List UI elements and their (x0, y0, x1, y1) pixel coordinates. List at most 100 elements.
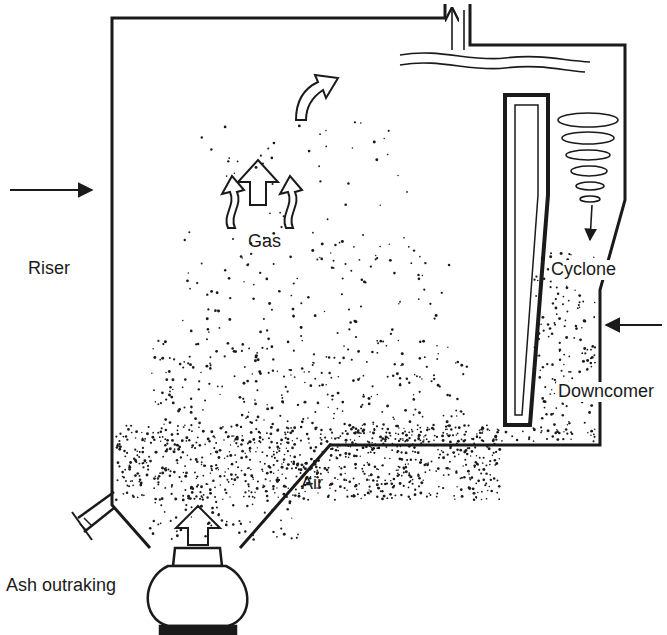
particle (233, 435, 234, 436)
particle (470, 455, 471, 456)
particle (465, 449, 468, 452)
particle (152, 532, 155, 535)
particle (463, 424, 466, 427)
particle (395, 433, 397, 435)
particle (556, 438, 559, 441)
particle (250, 253, 252, 255)
particle (169, 447, 172, 450)
particle (213, 447, 215, 449)
particle (367, 441, 369, 443)
particle (221, 386, 223, 388)
particle (455, 362, 457, 364)
particle (244, 491, 246, 493)
particle (273, 142, 276, 145)
particle (272, 488, 274, 490)
particle (233, 350, 236, 353)
particle (486, 498, 488, 500)
particle (403, 428, 404, 429)
particle (273, 451, 275, 453)
particle (489, 460, 491, 462)
particle (168, 394, 171, 397)
particle (185, 509, 188, 512)
particle (538, 301, 541, 304)
particle (172, 389, 174, 391)
particle (169, 357, 171, 359)
particle (190, 330, 193, 333)
particle (445, 428, 447, 430)
particle (281, 463, 282, 464)
particle (201, 456, 203, 458)
particle (327, 407, 328, 408)
particle (159, 498, 161, 500)
particle (448, 435, 450, 437)
particle (197, 343, 199, 345)
ash-pipe (72, 492, 114, 540)
particle (358, 483, 360, 485)
particle (447, 347, 448, 348)
particle (336, 457, 338, 459)
particle (215, 442, 217, 444)
particle (210, 290, 213, 293)
particle (446, 394, 449, 397)
particle (119, 445, 122, 448)
particle (141, 432, 142, 433)
particle (559, 348, 562, 351)
particle (315, 446, 317, 448)
particle (485, 482, 487, 484)
particle (583, 347, 586, 350)
particle (292, 314, 294, 316)
particle (241, 257, 243, 259)
particle (309, 468, 311, 470)
particle (443, 474, 445, 476)
particle (592, 440, 594, 442)
particle (377, 487, 378, 488)
particle (264, 512, 266, 514)
particle (303, 371, 305, 373)
particle (276, 442, 278, 444)
particle (433, 374, 435, 376)
particle (176, 534, 179, 537)
particle (287, 341, 290, 344)
particle (462, 373, 464, 375)
particle (184, 406, 186, 408)
particle (261, 347, 263, 349)
particle (339, 466, 341, 468)
particle (563, 354, 565, 356)
particle (568, 356, 570, 358)
particle (570, 439, 572, 441)
particle (373, 429, 375, 431)
particle (190, 486, 193, 489)
particle (159, 359, 161, 361)
particle (426, 495, 428, 497)
particle (571, 377, 573, 379)
particle (417, 429, 419, 431)
particle (201, 136, 203, 138)
particle (221, 519, 223, 521)
particle (290, 369, 292, 371)
particle (369, 493, 370, 494)
particle (224, 126, 227, 129)
particle (258, 370, 261, 373)
particle (441, 450, 443, 452)
particle (399, 466, 401, 468)
particle (153, 487, 155, 489)
particle (141, 439, 144, 442)
particle (298, 493, 300, 495)
particle (400, 446, 402, 448)
particle (147, 468, 149, 470)
particle (565, 336, 568, 339)
particle (131, 480, 133, 482)
particle (276, 429, 279, 432)
particle (371, 351, 374, 354)
particle (348, 453, 351, 456)
particle (367, 452, 369, 454)
particle (432, 424, 434, 426)
particle (134, 474, 137, 477)
particle (354, 485, 356, 487)
particle (290, 455, 292, 457)
particle (362, 425, 363, 426)
particle (264, 463, 266, 465)
particle (266, 472, 269, 475)
particle (360, 122, 362, 124)
particle (259, 461, 261, 463)
